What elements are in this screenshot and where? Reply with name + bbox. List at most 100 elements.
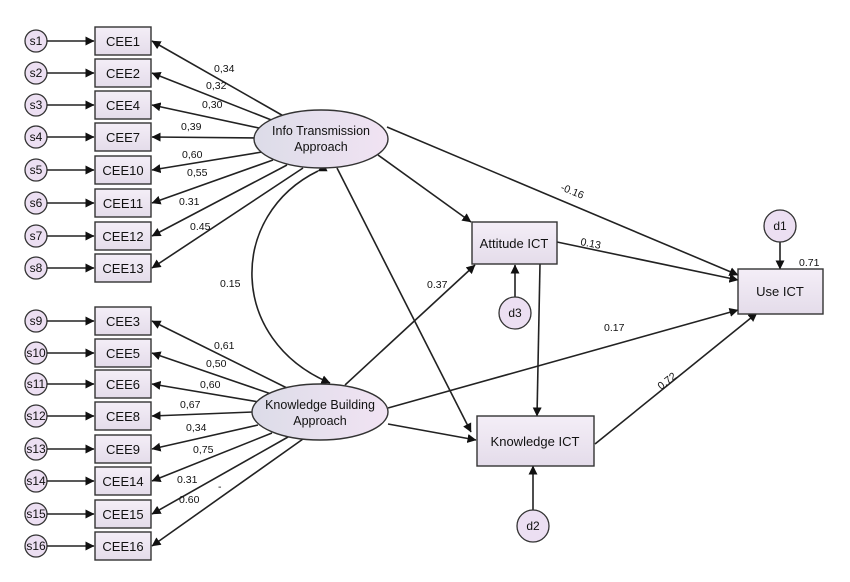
error-label: s5 — [30, 163, 43, 177]
loading-weight: 0,61 — [214, 340, 235, 352]
indicator-label: CEE7 — [106, 130, 140, 145]
indicator-box-cee4 — [94, 90, 152, 120]
loading-arrow — [151, 436, 289, 515]
loading-arrow — [151, 159, 274, 205]
coef-knowledge-use: 0.17 — [604, 322, 625, 334]
indicator-box-cee10 — [94, 155, 152, 185]
disturbance-node — [498, 296, 532, 330]
indicator-row: s1 CEE1 — [24, 26, 152, 56]
indicator-label: CEE11 — [103, 196, 143, 211]
indicator-box-cee8 — [94, 401, 152, 431]
latent-label-line1: Knowledge Building — [265, 398, 375, 412]
path-coefficients: 0.15 -0.16 0.13 0.37 0.17 0.72 0.71 — [220, 182, 820, 393]
loading-arrow — [151, 102, 269, 131]
path-attitude-use — [556, 241, 739, 283]
indicator-box-cee9 — [94, 434, 152, 464]
indicator-row: s11 CEE6 — [24, 369, 152, 399]
path-knowledgeict-use — [594, 312, 758, 445]
disturbance-d3: d3 — [498, 296, 532, 330]
indicator-row: s15 CEE15 — [24, 499, 152, 529]
error-label: s12 — [26, 409, 46, 423]
loading-arrow — [151, 424, 259, 452]
latent-info: Info Transmission Approach — [253, 109, 389, 169]
indicator-box-cee2 — [94, 58, 152, 88]
path-info-attitude — [377, 154, 472, 223]
attitude-ict-box — [471, 221, 558, 265]
knowledge-indicators: s9 CEE3 s10 CEE5 s11 CEE6 s12 CEE8 — [24, 306, 152, 561]
loading-arrow — [151, 320, 296, 393]
indicator-row: s4 CEE7 — [24, 122, 152, 152]
loading-weight: 0,75 — [193, 444, 214, 456]
loading-weight: 0,60 — [182, 149, 203, 161]
stray-mark: - — [218, 481, 222, 493]
indicator-box-cee7 — [94, 122, 152, 152]
indicator-row: s5 CEE10 — [24, 155, 152, 185]
indicator-box-cee3 — [94, 306, 152, 336]
error-label: s8 — [30, 261, 43, 275]
loading-arrow — [151, 164, 288, 237]
indicator-label: CEE6 — [106, 377, 140, 392]
path-knowledge-knowledgeict — [387, 423, 477, 443]
indicator-label: CEE3 — [106, 314, 140, 329]
error-label: s6 — [30, 196, 43, 210]
disturbance-node — [516, 509, 550, 543]
indicator-label: CEE4 — [106, 98, 140, 113]
indicator-label: CEE16 — [102, 539, 143, 554]
loading-arrow — [151, 411, 254, 421]
loading-weight: 0,60 — [200, 379, 221, 391]
error-label: s13 — [26, 442, 46, 456]
info-loadings: 0,34 0,32 0,30 0,39 0,60 0,55 0.31 0.45 — [151, 40, 304, 269]
indicator-label: CEE13 — [102, 261, 143, 276]
covariance-arrow — [251, 163, 331, 384]
knowledge-ict-label: Knowledge ICT — [491, 434, 580, 449]
coef-knowledgeict-use: 0.72 — [655, 370, 679, 392]
error-label: s3 — [30, 98, 43, 112]
indicator-label: CEE5 — [106, 346, 140, 361]
loading-weight: 0.31 — [177, 474, 198, 486]
knowledge-loadings: 0,61 0,50 0,60 0,67 0,34 0,75 0.31 0.60 … — [151, 320, 304, 547]
latent-label-line1: Info Transmission — [272, 124, 370, 138]
loading-arrow — [151, 167, 304, 269]
latent-ellipse — [251, 383, 389, 441]
coef-covariance: 0.15 — [220, 278, 241, 290]
indicator-row: s8 CEE13 — [24, 253, 152, 283]
error-label: s15 — [26, 507, 46, 521]
node-knowledge-ict: Knowledge ICT — [476, 415, 595, 467]
node-use-ict: Use ICT — [737, 268, 824, 315]
loading-weight: 0,55 — [187, 167, 208, 179]
indicator-label: CEE9 — [106, 442, 140, 457]
indicator-box-cee13 — [94, 253, 152, 283]
error-label: s10 — [26, 346, 46, 360]
latent-label-line2: Approach — [293, 414, 347, 428]
disturbance-node — [763, 209, 797, 243]
coef-knowledge-attitude: 0.37 — [427, 279, 448, 291]
indicator-box-cee16 — [94, 531, 152, 561]
loading-weight: 0,67 — [180, 399, 201, 411]
error-label: s14 — [26, 474, 46, 488]
error-label: s4 — [30, 130, 43, 144]
indicator-row: s10 CEE5 — [24, 338, 152, 368]
indicator-box-cee11 — [94, 188, 152, 218]
indicator-row: s7 CEE12 — [24, 221, 152, 251]
indicator-row: s3 CEE4 — [24, 90, 152, 120]
error-label: s2 — [30, 66, 43, 80]
path-info-knowledgeict — [336, 167, 472, 433]
coef-attitude-use: 0.13 — [579, 236, 602, 252]
use-ict-label: Use ICT — [756, 284, 804, 299]
latent-ellipse — [253, 109, 389, 169]
path-knowledge-attitude — [344, 264, 476, 386]
indicator-box-cee5 — [94, 338, 152, 368]
indicator-row: s6 CEE11 — [24, 188, 152, 218]
loading-weight: 0.45 — [190, 221, 211, 233]
disturbance-label: d1 — [773, 219, 787, 233]
error-label: s7 — [30, 229, 43, 243]
loading-weight: 0.31 — [179, 196, 200, 208]
node-attitude-ict: Attitude ICT — [471, 221, 558, 265]
loading-weight: 0.60 — [179, 494, 200, 506]
indicator-label: CEE14 — [102, 474, 143, 489]
indicator-box-cee14 — [94, 466, 152, 496]
info-indicators: s1 CEE1 s2 CEE2 s3 CEE4 s4 CEE7 — [24, 26, 152, 283]
disturbance-d2: d2 — [516, 509, 550, 543]
loading-arrow — [151, 40, 288, 119]
